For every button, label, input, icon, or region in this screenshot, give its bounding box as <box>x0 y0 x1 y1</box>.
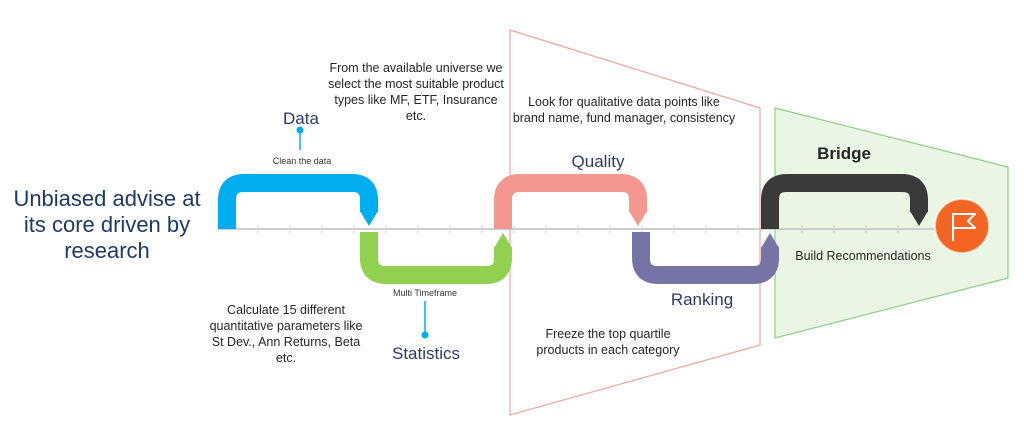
stage-label-quality: Quality <box>571 152 625 171</box>
description-statistics: Calculate 15 different quantitative para… <box>209 303 363 365</box>
statistics-arch-arrow <box>494 233 512 248</box>
description-bridge: Build Recommendations <box>795 249 931 263</box>
stage-note-data: Clean the data <box>272 156 332 166</box>
stage-label-statistics: Statistics <box>391 344 461 363</box>
data-pin <box>296 126 304 150</box>
flag-icon <box>934 198 990 254</box>
description-quality: Look for qualitative data points like br… <box>512 95 736 125</box>
stage-label-ranking: Ranking <box>670 290 734 309</box>
statistics-arch <box>360 232 512 284</box>
stage-label-bridge: Bridge <box>817 144 871 163</box>
bridge-arch-arrow <box>910 211 928 226</box>
data-arch-arrow <box>360 211 378 226</box>
stage-label-data: Data <box>283 109 319 128</box>
data-arch <box>218 174 378 229</box>
stage-note-statistics: Multi Timeframe <box>392 288 457 298</box>
ranking-arch-arrow <box>761 233 779 248</box>
quality-arch <box>494 174 647 229</box>
quality-arch-arrow <box>629 211 647 226</box>
statistics-pin <box>421 301 429 339</box>
bridge-arch <box>761 174 928 229</box>
description-data: From the available universe we select th… <box>328 61 504 123</box>
quality-funnel <box>509 29 761 416</box>
diagram-title: Unbiased advise at its core driven by re… <box>13 186 201 263</box>
timeline-axis <box>218 225 943 233</box>
ranking-arch <box>632 232 779 284</box>
description-ranking: Freeze the top quartile products in each… <box>536 327 680 357</box>
